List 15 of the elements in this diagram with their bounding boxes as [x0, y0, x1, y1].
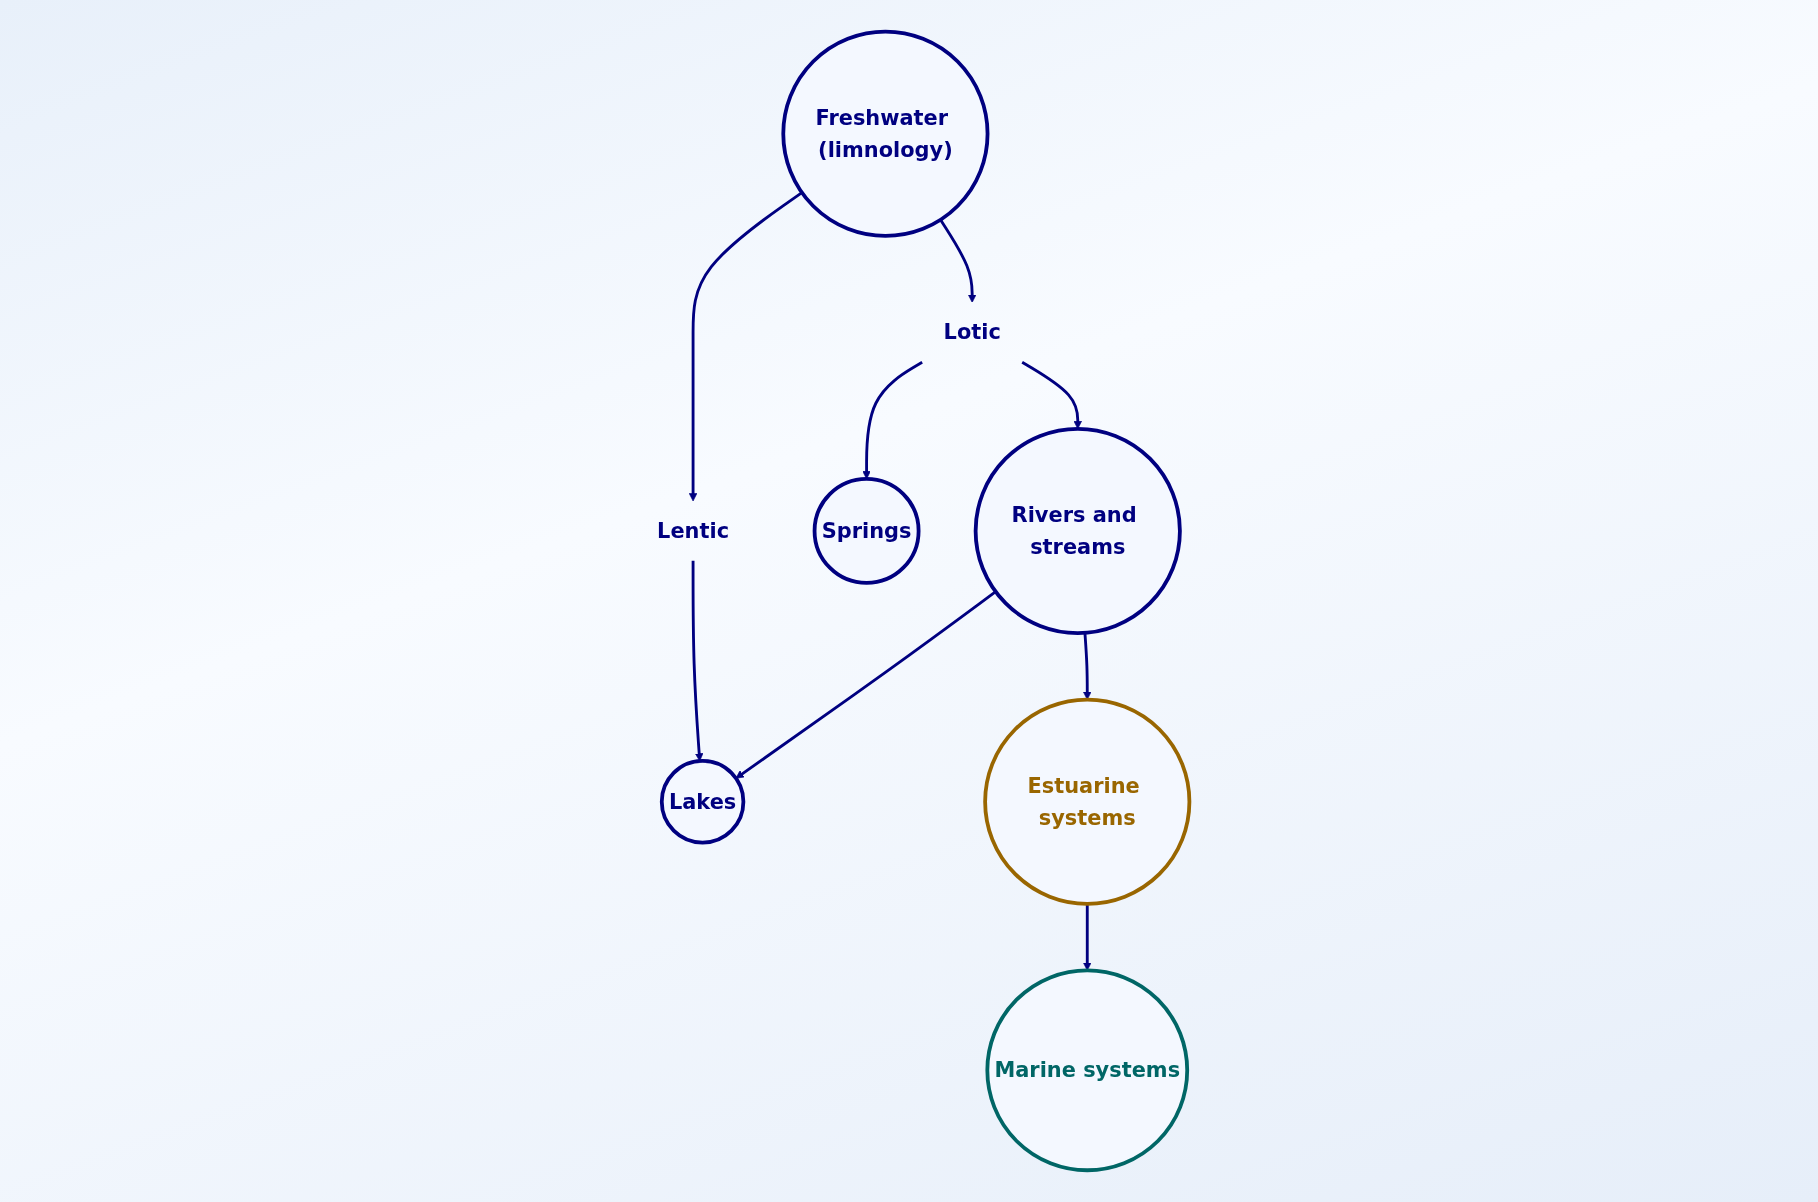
node-circle: Marine systems: [985, 968, 1190, 1173]
node-circle: Springs: [812, 477, 921, 585]
arrow: [862, 361, 923, 480]
node-circle: Estuarine systems: [983, 697, 1192, 906]
node-text: Lotic: [943, 320, 1001, 345]
node-circle: Rivers and streams: [973, 426, 1182, 636]
arrow: [939, 219, 977, 303]
node-circle: Freshwater (limnology): [781, 29, 990, 238]
arrow: [691, 560, 704, 762]
node-circle: Lakes: [659, 759, 746, 845]
arrow: [1083, 903, 1092, 971]
arrow: [735, 590, 997, 779]
arrow: [1021, 361, 1082, 430]
node-text: Lentic: [657, 519, 730, 543]
arrow: [688, 191, 803, 502]
